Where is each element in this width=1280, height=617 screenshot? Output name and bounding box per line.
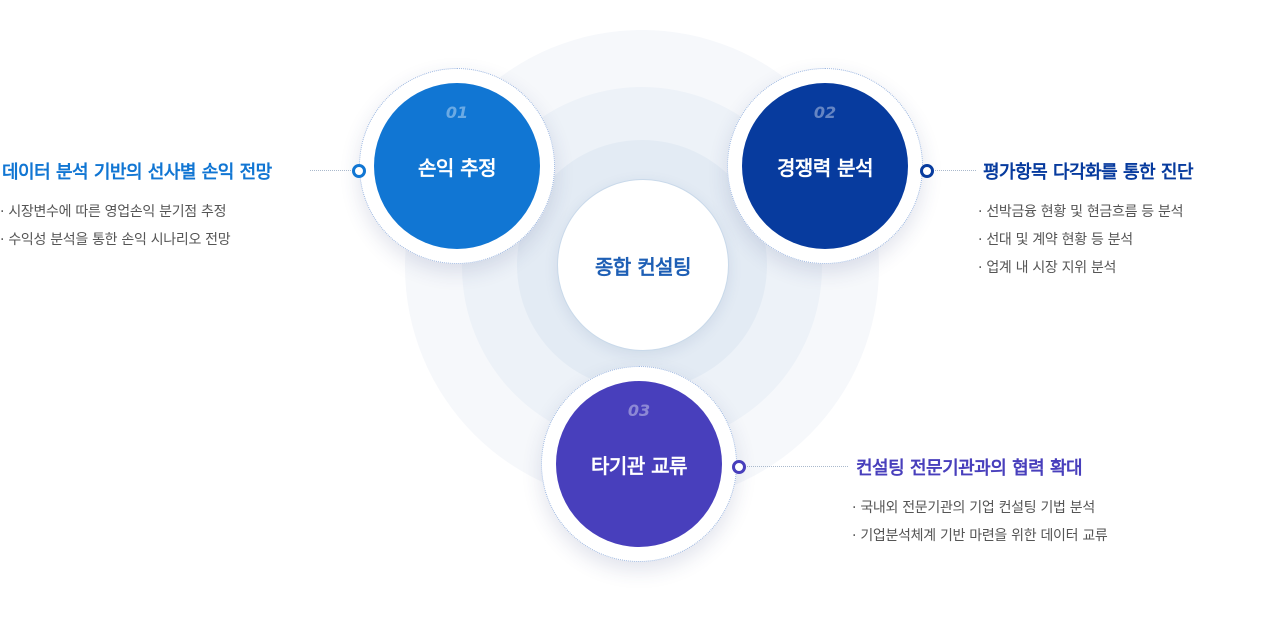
list-item: 국내외 전문기관의 기업 컨설팅 기법 분석 xyxy=(852,494,1108,522)
list-item: 선대 및 계약 현황 등 분석 xyxy=(978,226,1183,254)
node-3-label: 타기관 교류 xyxy=(591,453,687,478)
list-item: 시장변수에 따른 영업손익 분기점 추정 xyxy=(0,198,230,226)
detail-1-heading: 데이터 분석 기반의 선사별 손익 전망 xyxy=(2,162,272,183)
node-3-number: 03 xyxy=(627,401,651,420)
connector-line-2 xyxy=(932,170,976,171)
connector-line-1 xyxy=(310,170,353,171)
node-1-number: 01 xyxy=(445,103,469,122)
detail-1-list: 시장변수에 따른 영업손익 분기점 추정 수익성 분석을 통한 손익 시나리오 … xyxy=(0,198,230,254)
connector-dot-1 xyxy=(352,164,366,178)
node-1-circle: 01 손익 추정 xyxy=(374,83,540,249)
node-2-number: 02 xyxy=(813,103,837,122)
list-item: 수익성 분석을 통한 손익 시나리오 전망 xyxy=(0,226,230,254)
detail-3-heading: 컨설팅 전문기관과의 협력 확대 xyxy=(856,458,1083,479)
node-2-label: 경쟁력 분석 xyxy=(777,155,873,180)
node-2: 02 경쟁력 분석 xyxy=(727,68,923,264)
list-item: 선박금융 현황 및 현금흐름 등 분석 xyxy=(978,198,1183,226)
center-circle: 종합 컨설팅 xyxy=(557,179,729,351)
center-label: 종합 컨설팅 xyxy=(595,254,691,279)
connector-line-3 xyxy=(744,466,848,467)
detail-3-list: 국내외 전문기관의 기업 컨설팅 기법 분석 기업분석체계 기반 마련을 위한 … xyxy=(852,494,1108,550)
list-item: 기업분석체계 기반 마련을 위한 데이터 교류 xyxy=(852,522,1108,550)
list-item: 업계 내 시장 지위 분석 xyxy=(978,254,1183,282)
node-3: 03 타기관 교류 xyxy=(541,366,737,562)
detail-2-list: 선박금융 현황 및 현금흐름 등 분석 선대 및 계약 현황 등 분석 업계 내… xyxy=(978,198,1183,282)
node-1-label: 손익 추정 xyxy=(417,155,497,180)
node-2-circle: 02 경쟁력 분석 xyxy=(742,83,908,249)
connector-dot-2 xyxy=(920,164,934,178)
node-3-circle: 03 타기관 교류 xyxy=(556,381,722,547)
detail-2-heading: 평가항목 다각화를 통한 진단 xyxy=(983,162,1194,183)
node-1: 01 손익 추정 xyxy=(359,68,555,264)
connector-dot-3 xyxy=(732,460,746,474)
